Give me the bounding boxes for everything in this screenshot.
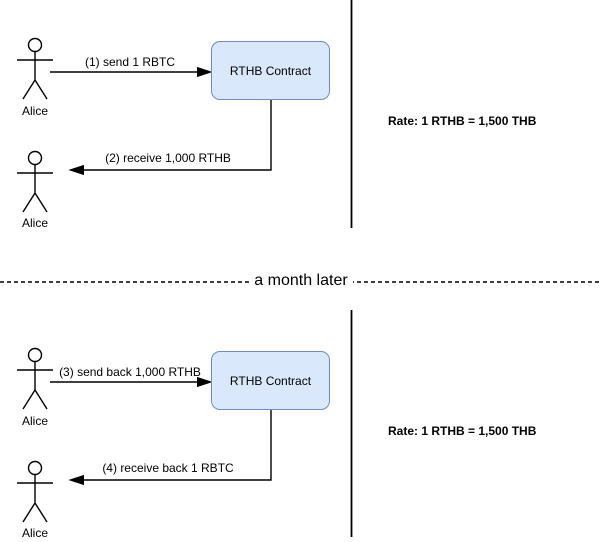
send-message-label: (1) send 1 RBTC	[84, 55, 176, 69]
panel-shapes	[17, 0, 353, 228]
actor-figure-icon	[17, 460, 53, 523]
contract-node: RTHB Contract	[211, 351, 330, 410]
receive-message-label: (4) receive back 1 RBTC	[102, 461, 234, 475]
actor-figure-icon	[17, 347, 53, 410]
swap-panel-before: RTHB Contract (1) send 1 RBTC (2) receiv…	[0, 0, 602, 230]
send-arrow	[50, 376, 213, 388]
actor-figure-icon	[17, 150, 53, 213]
swap-panel-after: RTHB Contract (3) send back 1,000 RTHB (…	[0, 310, 602, 540]
receive-message-label: (2) receive 1,000 RTHB	[105, 151, 231, 165]
rate-label: Rate: 1 RTHB = 1,500 THB	[388, 114, 537, 128]
actor-label: Alice	[21, 216, 48, 230]
actor-label: Alice	[21, 104, 48, 118]
divider-label: a month later	[0, 272, 602, 290]
send-message-label: (3) send back 1,000 RTHB	[59, 365, 201, 379]
panel-shapes	[17, 310, 353, 537]
receive-arrow	[68, 100, 272, 176]
send-arrow	[50, 66, 213, 78]
rate-label: Rate: 1 RTHB = 1,500 THB	[388, 424, 537, 438]
receive-arrow	[68, 410, 272, 486]
actor-label: Alice	[21, 414, 48, 428]
actor-label: Alice	[21, 526, 48, 540]
contract-node: RTHB Contract	[211, 41, 330, 100]
actor-figure-icon	[17, 37, 53, 100]
